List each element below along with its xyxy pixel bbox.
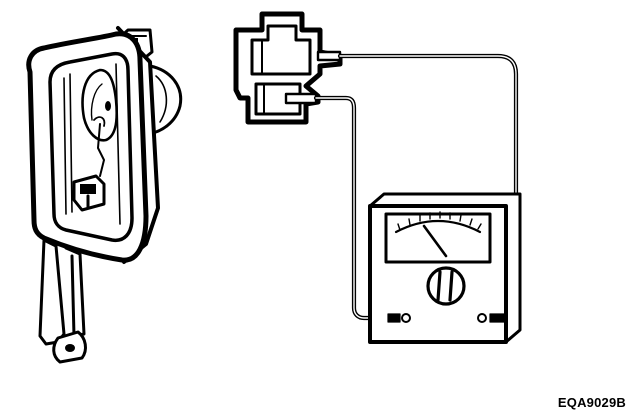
lamp-assembly: [26, 26, 183, 364]
rear-dome: [146, 64, 183, 136]
range-selector-dial: [426, 266, 466, 306]
meter-needle: [422, 224, 448, 258]
socket-under-test: [233, 11, 343, 125]
bulb-socket: [72, 174, 106, 212]
mounting-bracket: [38, 238, 87, 364]
meter-ticks: [397, 211, 482, 231]
figure-reference-code: EQA9029B: [557, 395, 626, 410]
probe-plug-right: [489, 313, 505, 323]
bulb: [81, 68, 118, 177]
meter-jacks: [401, 313, 487, 323]
multimeter: [368, 192, 522, 344]
bracket-hole: [65, 344, 75, 352]
probe-plug-left: [387, 313, 401, 323]
lens-hatching: [63, 63, 121, 225]
meter-scale: [394, 219, 482, 234]
